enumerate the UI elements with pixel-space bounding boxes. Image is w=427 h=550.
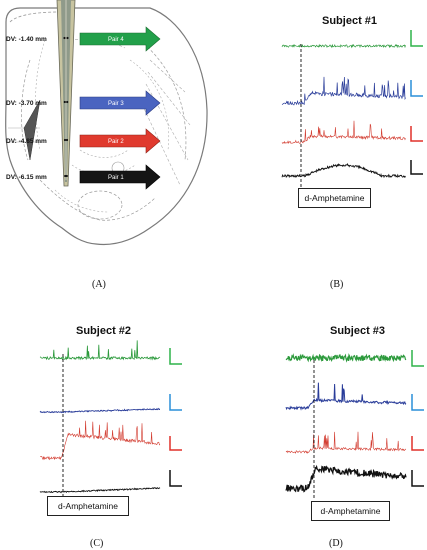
panel-c-drug-label: d-Amphetamine [47,496,129,516]
panel-d-label: (D) [329,538,343,549]
panel-b-label: (B) [330,279,344,290]
panel-d-traces: Subject #3 [282,320,427,520]
panel-b-scale-green [410,30,423,47]
panel-d-trace-blue [285,382,407,411]
panel-d-trace-red [285,431,406,454]
pair3-label: Pair 3 [108,101,124,107]
depth-label-pair1: DV: -6.15 mm [6,174,47,181]
panel-b-traces: Subject #1 [276,0,427,210]
brain-section-svg: DV: -1.40 mm DV: -3.70 mm DV: -4.85 mm D… [5,0,208,246]
panel-c-trace-blue [39,407,160,414]
panel-c-traces: Subject #2 [36,320,206,520]
panel-c-scale-black [169,470,182,487]
panel-b-trace-green [281,43,406,49]
panel-c-trace-green [39,340,161,361]
panel-b-drug-label: d-Amphetamine [298,188,371,208]
pair4-arrow: Pair 4 [79,26,161,52]
panel-b-trace-blue [281,76,406,106]
panel-b-scale-red [410,126,423,142]
depth-label-pair2: DV: -4.85 mm [6,138,47,145]
panel-c-title: Subject #2 [76,325,131,337]
panel-c-trace-black [39,487,161,494]
depth-label-pair3: DV: -3.70 mm [6,100,47,107]
pair1-arrow: Pair 1 [79,164,161,190]
panel-c-scale-green [169,348,182,365]
panel-d-scale-green [411,350,424,367]
panel-d-trace-green [285,353,407,363]
brain-outline [5,7,208,246]
panel-b-trace-red [281,120,406,144]
panel-b-title: Subject #1 [322,15,377,27]
pair3-arrow: Pair 3 [79,90,161,116]
panel-c-label: (C) [90,538,104,549]
panel-d-trace-black [285,464,407,493]
panel-a-brain-diagram: DV: -1.40 mm DV: -3.70 mm DV: -4.85 mm D… [0,0,215,250]
panel-d-scale-black [411,470,424,487]
panel-c-scale-red [169,436,182,451]
pair1-label: Pair 1 [108,175,124,181]
panel-d-title: Subject #3 [330,325,385,337]
panel-c-trace-red [39,420,161,461]
pair4-label: Pair 4 [108,37,124,43]
panel-b-trace-black [281,163,406,179]
panel-d-scale-red [411,436,424,451]
panel-d-scale-blue [411,394,424,411]
depth-label-pair4: DV: -1.40 mm [6,36,47,43]
panel-d-drug-label: d-Amphetamine [311,501,390,521]
pair2-label: Pair 2 [108,139,124,145]
ventricle-shape [23,99,41,161]
panel-c-scale-blue [169,394,182,411]
pair2-arrow: Pair 2 [79,128,161,154]
panel-b-scale-black [410,160,423,175]
panel-b-scale-blue [410,80,423,97]
panel-a-label: (A) [92,279,106,290]
